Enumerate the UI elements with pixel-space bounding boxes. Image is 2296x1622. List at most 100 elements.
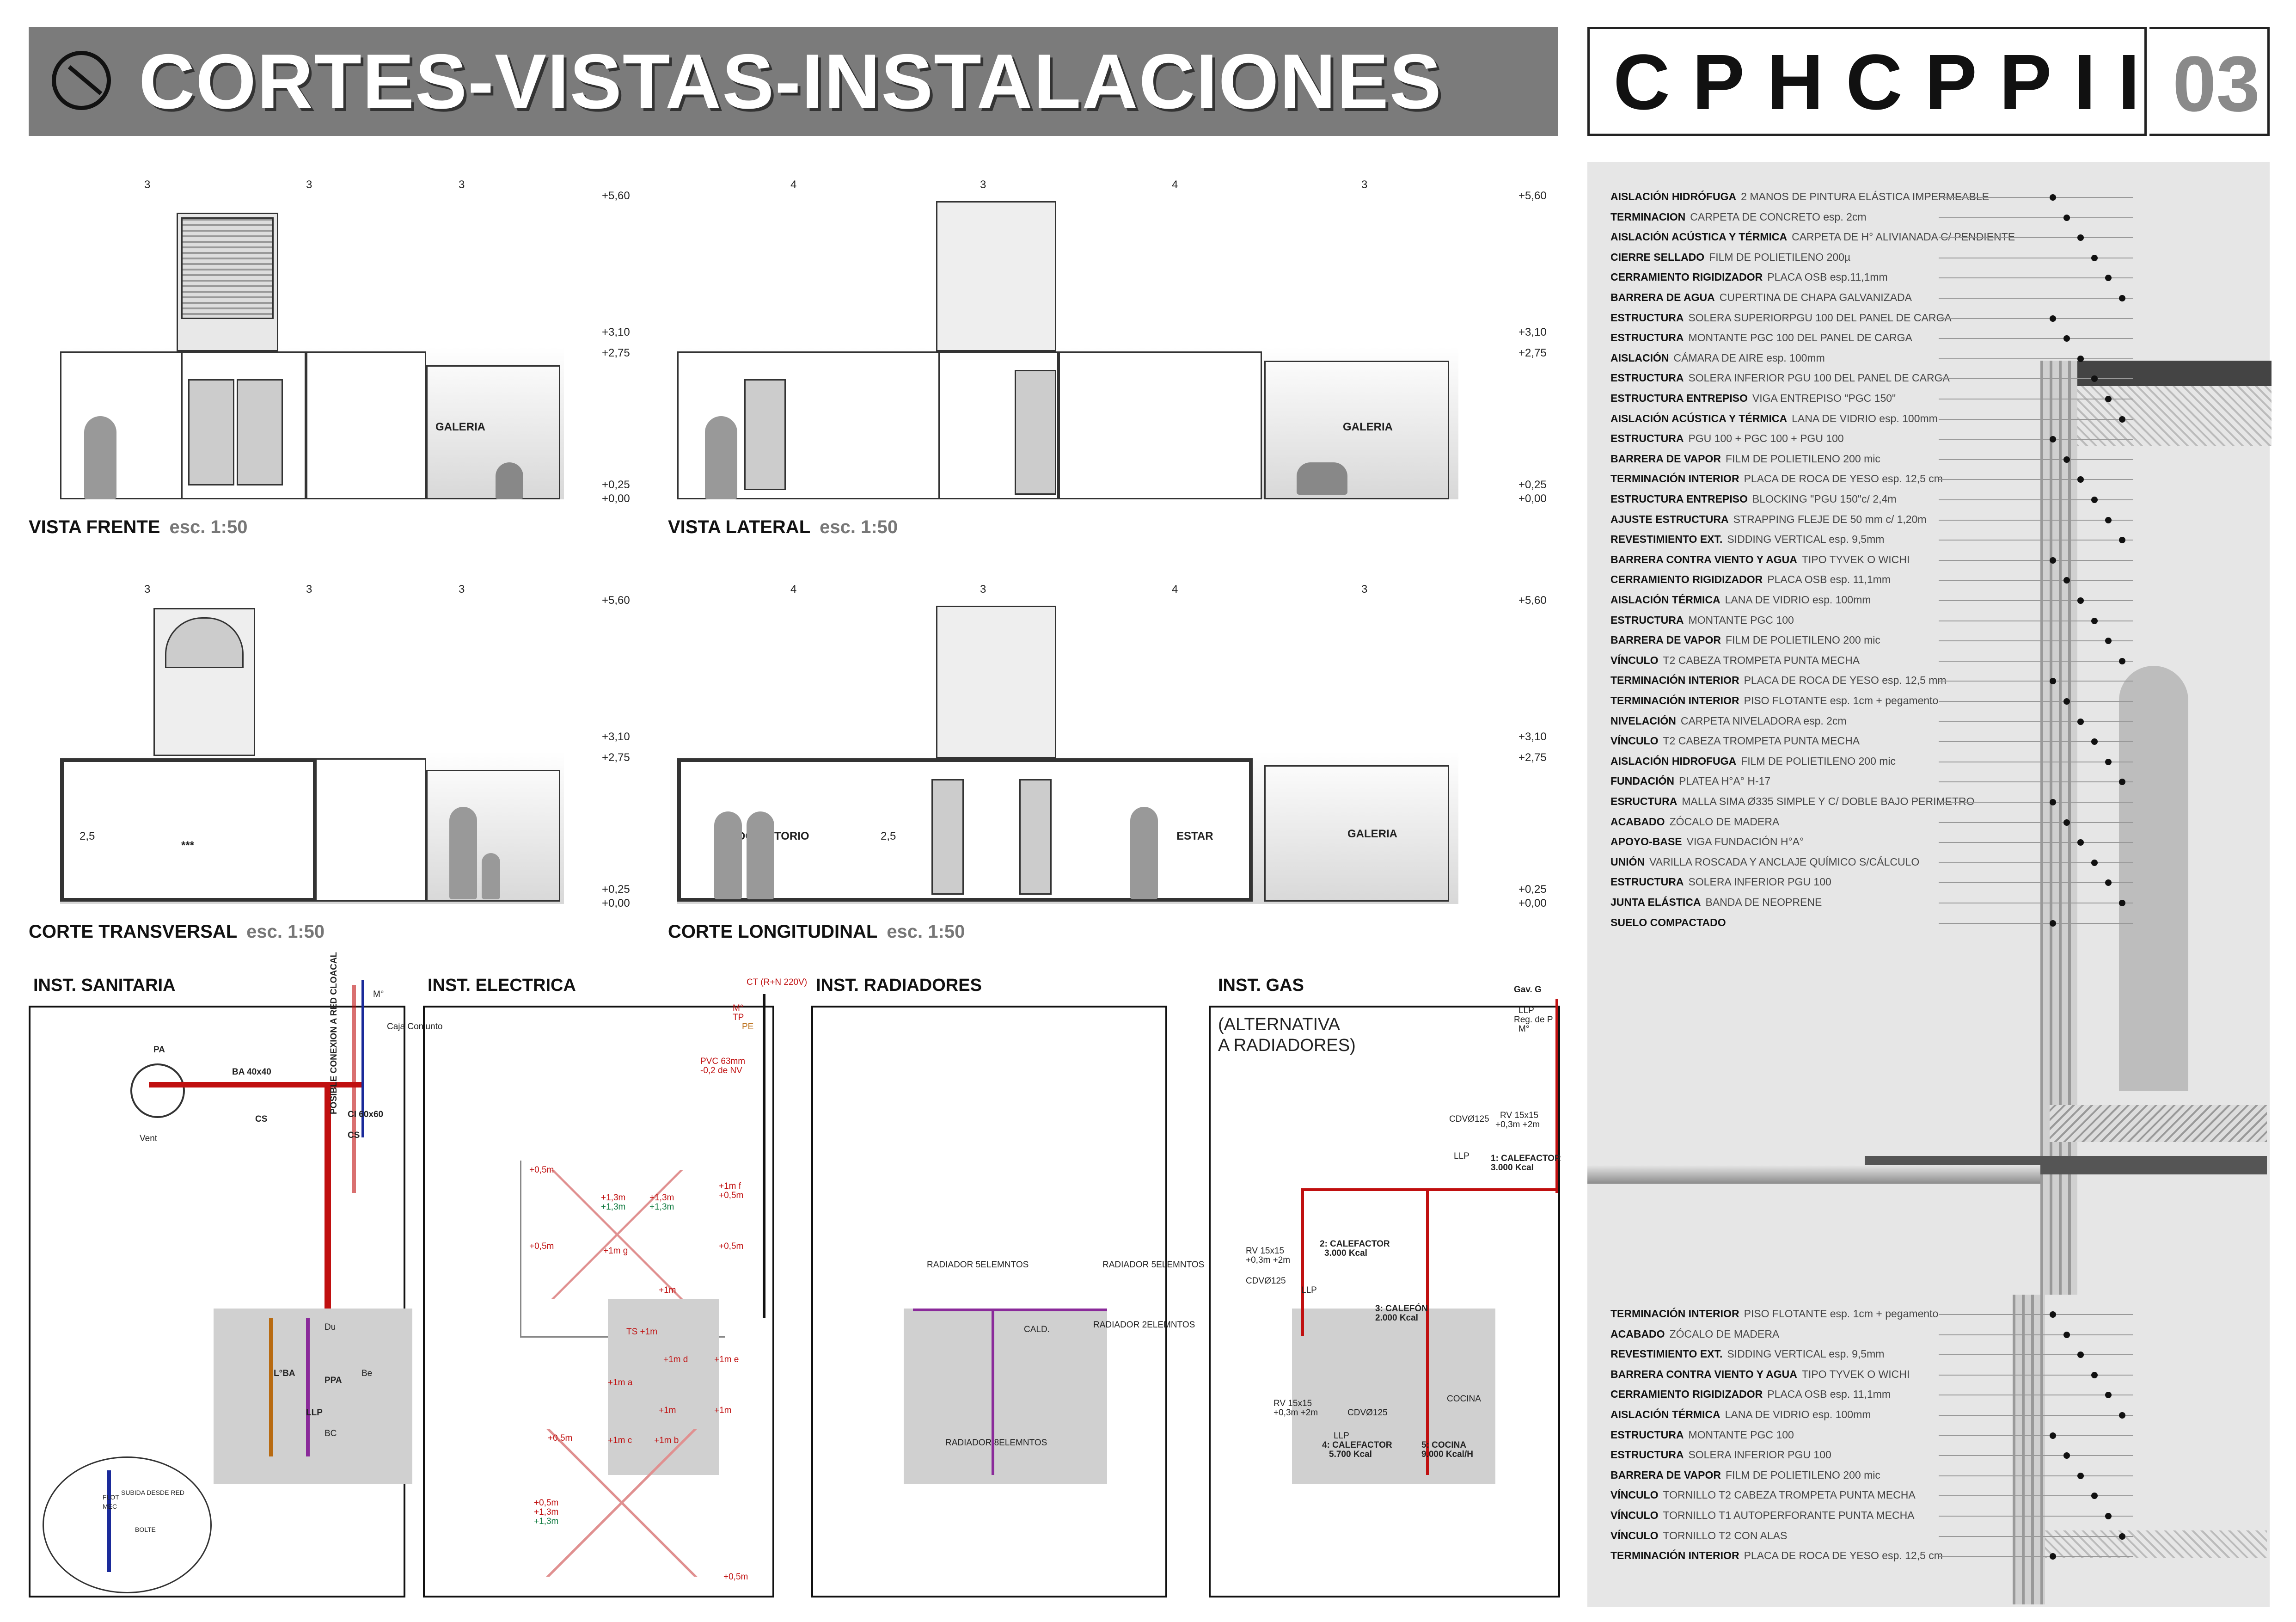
spec-leader-dot — [2105, 1392, 2112, 1399]
spec-leader-line — [1939, 277, 2133, 279]
gas-label: +0,3m +2m — [1274, 1408, 1318, 1418]
room-label-estar: ESTAR — [1176, 830, 1213, 842]
gas-subtitle: A RADIADORES) — [1218, 1036, 1356, 1055]
level-mark: +3,10 — [1518, 731, 1547, 743]
spec-component: TERMINACIÓN INTERIOR — [1610, 473, 1739, 485]
spec-leader-dot — [2063, 214, 2070, 221]
spec-leader-line — [1939, 741, 2133, 743]
spec-leader-dot — [2119, 416, 2125, 423]
spec-leader-dot — [2063, 698, 2070, 705]
level-mark: +0,00 — [1518, 897, 1547, 909]
human-figure-icon — [449, 807, 477, 899]
module-dim: 4 — [1172, 178, 1178, 191]
spec-leader-dot — [2050, 315, 2056, 322]
spec-component: ESTRUCTURA ENTREPISO — [1610, 392, 1748, 404]
spec-material: PLATEA H°A° H-17 — [1679, 775, 1771, 787]
san-label: CS — [348, 1130, 360, 1140]
level-mark: +5,60 — [1518, 190, 1547, 202]
gas-label: LLP — [1454, 1151, 1469, 1161]
module-dim: 3 — [144, 583, 151, 596]
spec-component: TERMINACIÓN INTERIOR — [1610, 674, 1739, 687]
height-dim: 2,5 — [881, 830, 896, 842]
sheet-title: CORTES-VISTAS-INSTALACIONES — [139, 38, 1442, 125]
spec-material: T2 CABEZA TROMPETA PUNTA MECHA — [1663, 735, 1860, 747]
spec-material: PGU 100 + PGC 100 + PGU 100 — [1688, 432, 1844, 445]
elec-label: +1m — [659, 1285, 676, 1295]
sheet-number-box — [2149, 27, 2270, 136]
spec-leader-dot — [2063, 1331, 2070, 1338]
spec-leader-line — [1939, 1556, 2133, 1557]
san-label: PA — [153, 1045, 165, 1055]
gas-label: CDVØ125 — [1347, 1408, 1388, 1418]
gas-label: +0,3m +2m — [1495, 1120, 1540, 1130]
spec-leader-dot — [2077, 1472, 2084, 1479]
spec-material: FILM DE POLIETILENO 200µ — [1709, 251, 1851, 263]
san-detail-label: MEC — [103, 1503, 117, 1510]
spec-material: MONTANTE PGC 100 — [1688, 1428, 1794, 1441]
gas-label: Gav. G — [1514, 985, 1542, 995]
spec-material: PLACA DE ROCA DE YESO esp. 12,5 cm — [1744, 1549, 1943, 1562]
spec-component: TERMINACIÓN INTERIOR — [1610, 1549, 1739, 1562]
level-mark: +3,10 — [602, 326, 630, 338]
spec-leader-dot — [2091, 1371, 2098, 1378]
spec-component: VÍNCULO — [1610, 1489, 1659, 1501]
san-vertical-label: POSIBLE CONEXION A RED CLOACAL — [329, 952, 339, 1114]
spec-component: SUELO COMPACTADO — [1610, 916, 1726, 928]
level-mark: +0,25 — [602, 479, 630, 491]
level-mark: +3,10 — [1518, 326, 1547, 338]
elec-label: +1,3m — [601, 1202, 626, 1212]
human-figure-icon — [705, 416, 737, 499]
spec-material: STRAPPING FLEJE DE 50 mm c/ 1,20m — [1733, 513, 1927, 525]
spec-material: ZÓCALO DE MADERA — [1669, 815, 1780, 828]
san-detail-label: SUBIDA DESDE RED — [121, 1489, 184, 1496]
spec-leader-dot — [2091, 859, 2098, 866]
spec-leader-dot — [2050, 799, 2056, 805]
title-bar — [29, 27, 1558, 136]
spec-component: BARRERA DE AGUA — [1610, 291, 1715, 303]
spec-component: CERRAMIENTO RIGIDIZADOR — [1610, 271, 1763, 283]
spec-material: VARILLA ROSCADA Y ANCLAJE QUÍMICO S/CÁLC… — [1649, 855, 1920, 868]
spec-leader-dot — [2050, 1432, 2056, 1439]
spec-leader-dot — [2063, 1452, 2070, 1459]
spec-material: PISO FLOTANTE esp. 1cm + pegamento — [1744, 1308, 1939, 1320]
spec-leader-line — [1939, 237, 2133, 239]
spec-leader-line — [1939, 217, 2133, 218]
elec-label: +1,3m — [601, 1193, 626, 1203]
spec-leader-line — [1939, 1334, 2133, 1335]
inst-electrica-title: INST. ELECTRICA — [428, 976, 576, 995]
level-mark: +2,75 — [1518, 347, 1547, 359]
spec-leader-line — [1939, 1536, 2133, 1537]
elec-label: TS +1m — [626, 1327, 658, 1337]
gas-label: Reg. de P — [1514, 1015, 1553, 1025]
elec-label: +0,5m — [723, 1572, 748, 1582]
spec-leader-line — [1939, 681, 2133, 682]
level-mark: +5,60 — [602, 594, 630, 607]
spec-leader-line — [1939, 1435, 2133, 1436]
san-label: CI 60x60 — [348, 1110, 384, 1119]
inst-sanitaria-title: INST. SANITARIA — [33, 976, 176, 995]
spec-material: TIPO TYVEK O WICHI — [1801, 553, 1910, 565]
spec-material: CARPETA NIVELADORA esp. 2cm — [1680, 714, 1847, 727]
san-label: Be — [361, 1369, 373, 1378]
module-dim: 4 — [790, 583, 797, 596]
room-label-galeria: GALERIA — [1347, 828, 1397, 840]
spec-component: JUNTA ELÁSTICA — [1610, 896, 1701, 908]
spec-material: 2 MANOS DE PINTURA ELÁSTICA IMPERMEABLE — [1741, 190, 1989, 203]
spec-component: AISLACIÓN — [1610, 351, 1669, 364]
san-detail-label: BOLTE — [135, 1526, 156, 1533]
elec-label: -0,2 de NV — [700, 1066, 742, 1075]
gas-label: 5.700 Kcal — [1329, 1450, 1372, 1459]
elec-label: +1,3m — [649, 1193, 674, 1203]
spec-material: SOLERA SUPERIORPGU 100 DEL PANEL DE CARG… — [1688, 311, 1952, 324]
